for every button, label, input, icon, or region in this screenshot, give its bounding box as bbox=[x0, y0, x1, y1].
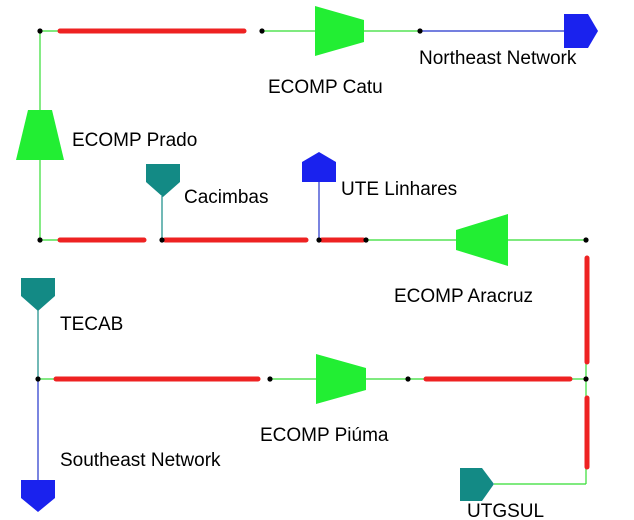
label-utgsul: UTGSUL bbox=[467, 501, 544, 520]
labels: ECOMP Catu Northeast Network ECOMP Prado… bbox=[60, 48, 577, 520]
label-ecomp-prado: ECOMP Prado bbox=[72, 130, 197, 151]
utgsul-terminal-icon[interactable] bbox=[460, 468, 494, 501]
node[interactable] bbox=[583, 376, 589, 382]
southeast-network-supply-icon[interactable] bbox=[21, 480, 55, 512]
node[interactable] bbox=[316, 237, 322, 243]
label-cacimbas: Cacimbas bbox=[184, 187, 268, 208]
ute-linhares-delivery-icon[interactable] bbox=[302, 152, 336, 182]
pipelines bbox=[53, 28, 590, 470]
label-ecomp-piuma: ECOMP Piúma bbox=[260, 425, 389, 446]
node[interactable] bbox=[159, 237, 165, 243]
node[interactable] bbox=[37, 28, 43, 34]
junction-nodes bbox=[35, 28, 589, 382]
tecab-terminal-icon[interactable] bbox=[21, 278, 55, 311]
node[interactable] bbox=[363, 237, 369, 243]
connection-lines bbox=[37, 30, 587, 486]
cacimbas-terminal-icon[interactable] bbox=[146, 164, 180, 197]
label-southeast-network: Southeast Network bbox=[60, 450, 221, 471]
node[interactable] bbox=[267, 376, 273, 382]
compressor-aracruz-icon[interactable] bbox=[456, 214, 508, 266]
label-ecomp-aracruz: ECOMP Aracruz bbox=[394, 286, 533, 307]
compressor-prado-icon[interactable] bbox=[16, 110, 64, 160]
compressor-catu-icon[interactable] bbox=[315, 6, 364, 56]
label-ute-linhares: UTE Linhares bbox=[341, 179, 457, 200]
node[interactable] bbox=[583, 237, 589, 243]
label-tecab: TECAB bbox=[60, 314, 123, 335]
compressor-piuma-icon[interactable] bbox=[316, 354, 366, 404]
label-northeast-network: Northeast Network bbox=[419, 48, 577, 69]
label-ecomp-catu: ECOMP Catu bbox=[268, 77, 383, 98]
node[interactable] bbox=[259, 28, 265, 34]
node[interactable] bbox=[417, 28, 423, 34]
node[interactable] bbox=[405, 376, 411, 382]
northeast-network-supply-icon[interactable] bbox=[564, 14, 598, 48]
node[interactable] bbox=[35, 376, 41, 382]
node[interactable] bbox=[37, 237, 43, 243]
